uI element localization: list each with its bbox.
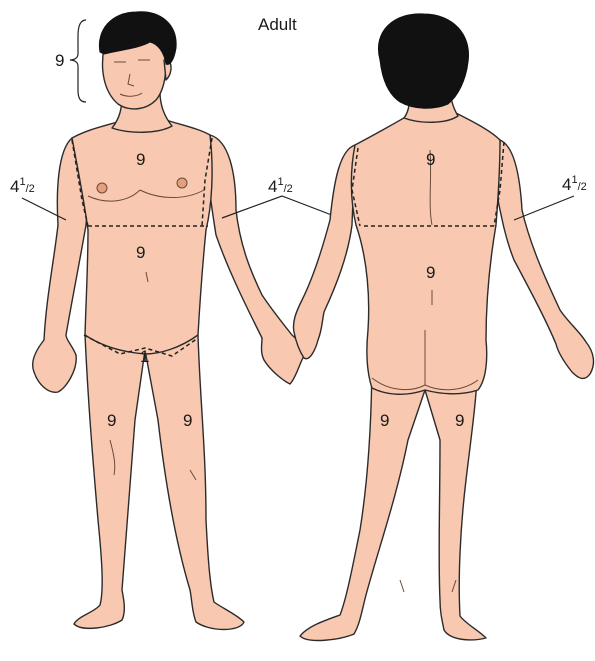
front-left-leg-label: 9 (183, 411, 192, 430)
front-left-arm (206, 135, 304, 384)
back-upper-label: 9 (426, 150, 435, 169)
back-left-leg-label: 9 (380, 411, 389, 430)
back-lower-label: 9 (426, 263, 435, 282)
back-arm-leader (514, 196, 574, 220)
back-head-hair (378, 14, 468, 108)
back-right-leg-label: 9 (455, 411, 464, 430)
front-left-leg (145, 335, 244, 630)
front-chest-label: 9 (136, 150, 145, 169)
head-brace (70, 20, 86, 102)
front-arm-fraction-whole: 4 (10, 177, 19, 196)
shared-arm-fraction-whole: 4 (268, 177, 277, 196)
front-nipple-left (177, 178, 187, 188)
front-genital-label: 1 (140, 347, 149, 366)
front-arm-fraction-den: 2 (29, 183, 35, 195)
back-right-arm (293, 145, 355, 359)
front-head-label: 9 (55, 51, 64, 70)
front-arm-fraction-label: 41/2 (10, 176, 35, 196)
back-arm-fraction-whole: 4 (562, 175, 571, 194)
front-abdomen-label: 9 (136, 243, 145, 262)
shared-arm-fraction-label: 41/2 (268, 176, 293, 196)
back-figure (293, 14, 593, 641)
front-right-leg-label: 9 (107, 411, 116, 430)
diagram-title: Adult (258, 15, 297, 34)
shared-arm-fraction-den: 2 (287, 183, 293, 195)
back-arm-fraction-den: 2 (581, 181, 587, 193)
back-left-arm (498, 140, 593, 378)
front-nipple-right (97, 183, 107, 193)
front-right-leg (74, 335, 145, 628)
back-arm-fraction-label: 41/2 (562, 174, 587, 194)
